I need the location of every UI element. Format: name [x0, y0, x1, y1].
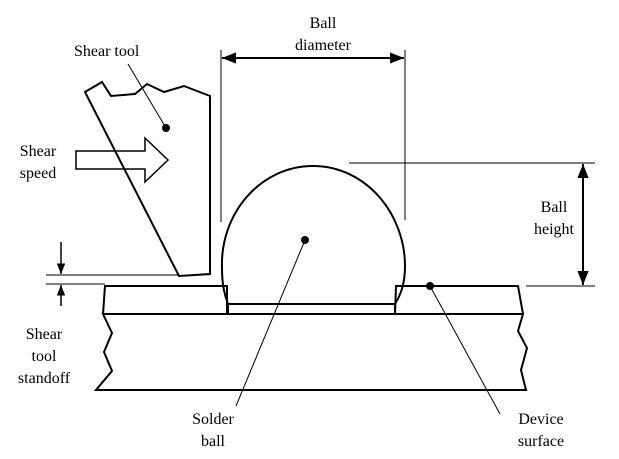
solder-ball-label: Solder ball [178, 409, 248, 453]
solder-ball-leader [235, 239, 306, 407]
shear-tool-standoff-label: Shear tool standoff [4, 324, 84, 390]
ball-height-label: Ball height [522, 197, 586, 241]
standoff-label-line3: standoff [17, 370, 71, 387]
device-surface-outline [102, 285, 524, 315]
solder-ball-dot [301, 236, 309, 244]
shear-tool-label: Shear tool [74, 43, 140, 60]
solder-pad [227, 303, 396, 315]
standoff-label-line2: tool [31, 348, 57, 365]
device-substrate [93, 313, 529, 391]
ball-height-label-line2: height [534, 221, 574, 238]
shear-tool-shape [83, 80, 211, 278]
solder-ball-label-line2: ball [201, 433, 225, 450]
shear-speed-label: Shear speed [8, 141, 68, 185]
ball-diameter-label-line1: Ball [309, 15, 337, 32]
device-surface-label-line1: Device [518, 411, 564, 428]
device-surface-label-line2: surface [517, 433, 565, 450]
shear-tool-leader [127, 63, 167, 129]
ball-diameter-label-line2: diameter [295, 37, 351, 54]
device-surface-dot [426, 282, 434, 290]
ball-height-label-line1: Ball [540, 199, 568, 216]
device-surface-label: Device surface [503, 409, 579, 453]
solder-ball-shape [220, 164, 407, 305]
shear-speed-label-line2: speed [19, 165, 57, 182]
shear-speed-label-line1: Shear [19, 143, 57, 160]
solder-ball-label-line1: Solder [192, 411, 234, 428]
shear-tool-dot [162, 124, 170, 132]
ball-diameter-label: Ball diameter [283, 13, 363, 57]
standoff-label-line1: Shear [25, 326, 63, 343]
device-surface-leader [429, 285, 501, 415]
shear-speed-arrow [75, 136, 170, 184]
